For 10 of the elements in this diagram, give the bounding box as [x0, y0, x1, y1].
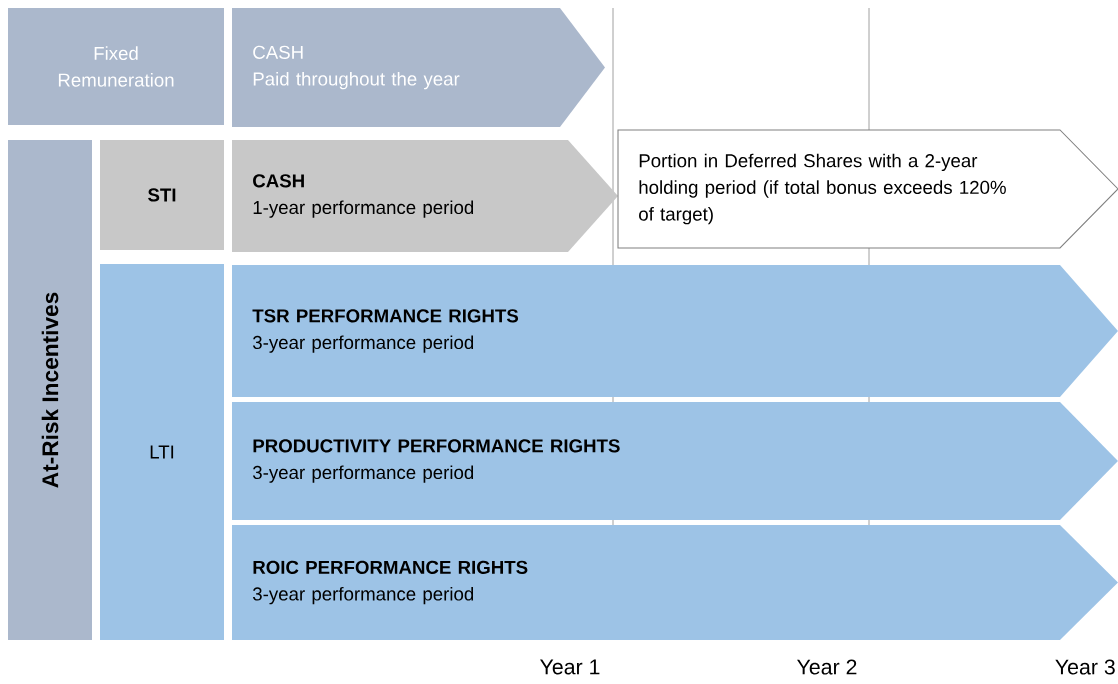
- category-box: At-Risk Incentives: [8, 140, 92, 640]
- pentagon-banner: CASH 1-year performance period: [232, 140, 618, 252]
- pentagon-banner: ROIC PERFORMANCE RIGHTS 3-year performance period: [232, 525, 1118, 640]
- pentagon-banner: TSR PERFORMANCE RIGHTS 3-year performance period: [232, 265, 1118, 397]
- pentagon-callout: Portion in Deferred Shares with a 2-year holding period (if total bonus exceeds 120% of target): [617, 129, 1118, 249]
- category-box: LTI: [100, 264, 224, 640]
- category-box: STI: [100, 140, 224, 250]
- category-box: Fixed Remuneration: [8, 8, 224, 125]
- pentagon-banner: CASH Paid throughout the year: [232, 8, 605, 127]
- pentagon-banner: PRODUCTIVITY PERFORMANCE RIGHTS 3-year performance period: [232, 402, 1118, 520]
